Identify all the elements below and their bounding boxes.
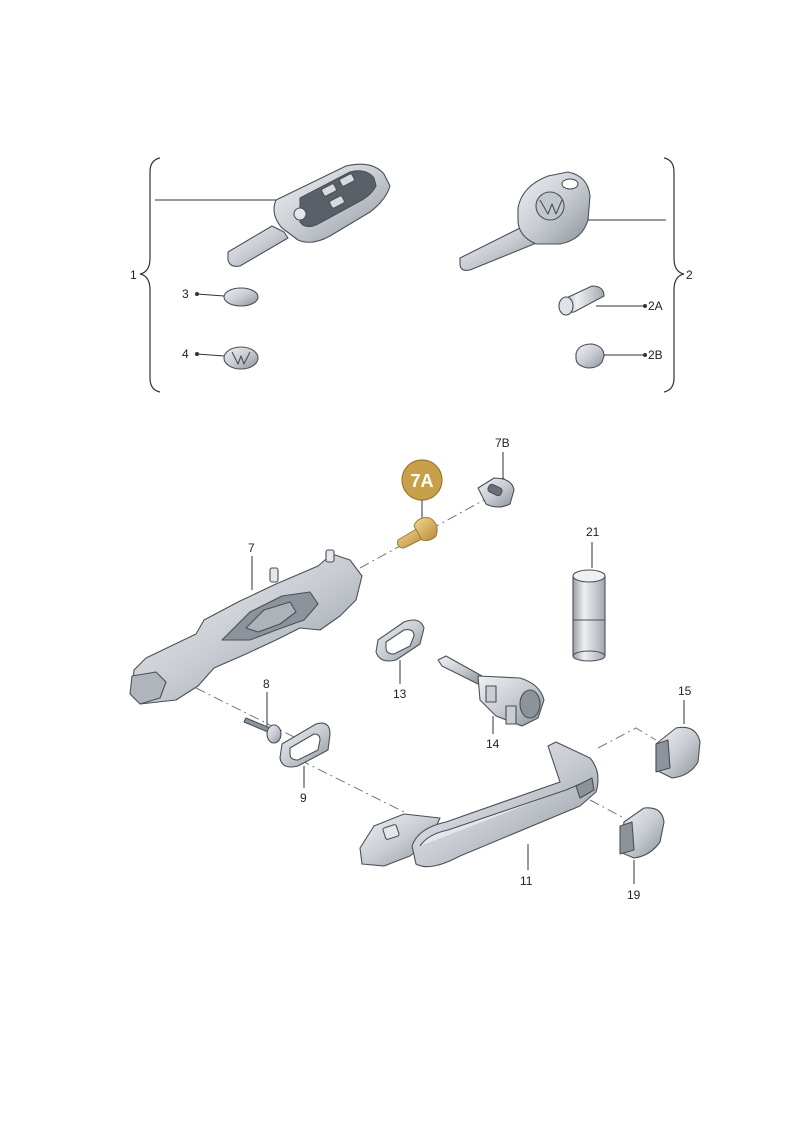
part-15-end-cap: 15 xyxy=(655,684,701,779)
axis-line-19 xyxy=(589,799,625,819)
axis-line-9 xyxy=(299,759,405,813)
label-2a: 2A xyxy=(648,299,663,313)
part-4-vw-emblem: 4 xyxy=(182,346,259,370)
label-2b: 2B xyxy=(648,348,663,362)
label-7a: 7A xyxy=(410,471,433,491)
part-9-gasket: 9 xyxy=(279,722,331,805)
part-7-handle-carrier: 7 xyxy=(129,541,363,705)
label-9: 9 xyxy=(300,791,307,805)
label-7b: 7B xyxy=(495,436,510,450)
label-19: 19 xyxy=(627,888,641,902)
flip-remote-key xyxy=(155,163,391,267)
part-19-end-cap: 19 xyxy=(619,807,665,902)
brace-right xyxy=(663,157,685,393)
label-3: 3 xyxy=(182,287,189,301)
part-2b-cap: 2B xyxy=(575,343,663,369)
part-8-screw: 8 xyxy=(243,677,282,744)
label-14: 14 xyxy=(486,737,500,751)
label-2: 2 xyxy=(686,268,693,282)
part-7b-clip: 7B xyxy=(477,436,515,508)
part-11-pull-handle: 11 xyxy=(359,741,599,888)
part-3-emblem-plate: 3 xyxy=(182,287,259,307)
label-1: 1 xyxy=(130,268,137,282)
part-7a-highlighted-bolt: 7A xyxy=(397,459,443,549)
axis-line-7b xyxy=(359,499,485,569)
fixed-key xyxy=(459,171,666,271)
label-7: 7 xyxy=(248,541,255,555)
part-21-cylinder: 21 xyxy=(572,525,606,662)
part-13-gasket: 13 xyxy=(375,619,425,701)
axis-line-15 xyxy=(597,727,657,749)
label-8: 8 xyxy=(263,677,270,691)
axis-line-8 xyxy=(195,687,301,741)
brace-left xyxy=(139,157,161,393)
part-14-lock-cylinder: 14 xyxy=(437,655,545,751)
label-11: 11 xyxy=(520,874,533,888)
label-15: 15 xyxy=(678,684,692,698)
label-21: 21 xyxy=(586,525,600,539)
part-2a-key-pin: 2A xyxy=(558,285,663,316)
label-13: 13 xyxy=(393,687,407,701)
label-4: 4 xyxy=(182,347,189,361)
